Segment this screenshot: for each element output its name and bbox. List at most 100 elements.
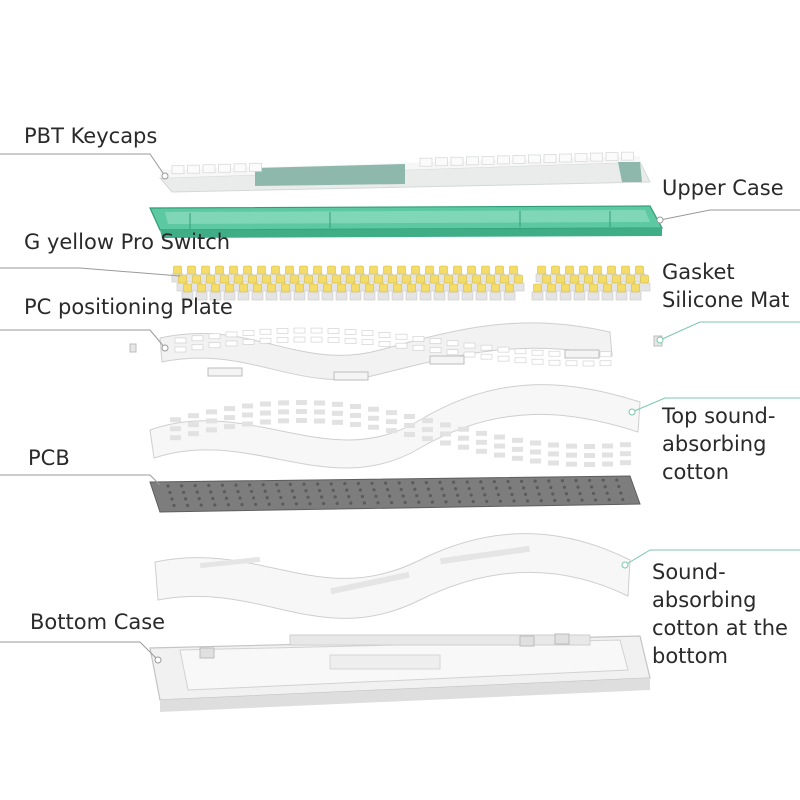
pcb-layer [149, 475, 641, 513]
plate-hole [174, 346, 187, 353]
keycap [528, 154, 541, 164]
switch-stem [374, 274, 383, 284]
cotton-hole [548, 460, 559, 466]
plate-hole [242, 339, 255, 345]
plate-hole [514, 348, 527, 355]
switch-base [512, 282, 525, 292]
switch-stem [481, 265, 490, 275]
pcb-dot [467, 486, 471, 491]
keycap [249, 162, 262, 172]
switch-stem [183, 283, 192, 293]
switch-stem [407, 283, 416, 293]
switch-stem [603, 283, 612, 293]
cotton-hole [314, 418, 325, 424]
pcb-dot [580, 498, 584, 502]
pcb-dot [254, 502, 258, 507]
pcb-dot [236, 490, 240, 494]
pcb-dot [428, 493, 432, 498]
cotton-hole [602, 461, 613, 467]
plate-hole [514, 357, 527, 364]
switch-stem [393, 283, 402, 293]
switch-stem [276, 274, 285, 284]
switch-stem [579, 265, 588, 275]
cotton-hole [566, 443, 577, 449]
switch-stem [556, 274, 565, 284]
cotton-hole [314, 409, 325, 415]
pcb-dot [333, 495, 337, 499]
cotton-hole [566, 461, 577, 467]
switch-base [475, 291, 488, 301]
cotton-hole [224, 424, 235, 430]
switch-base [265, 291, 278, 301]
switch-stem [551, 265, 560, 275]
plate-hole [565, 360, 578, 367]
switch-stem [285, 265, 294, 275]
plate-hole [293, 327, 306, 334]
switch-stem [215, 265, 224, 275]
cotton-hole [260, 410, 271, 416]
pcb-dot [510, 492, 514, 497]
keycap [497, 155, 510, 165]
switch-stem [435, 283, 444, 293]
plate-hole [429, 338, 442, 344]
keycap [171, 165, 185, 175]
switch-base [377, 291, 390, 301]
pcb-dot [547, 479, 551, 483]
switch-stem [533, 283, 542, 293]
pcb-dot [240, 503, 244, 507]
label-top-cotton-line2: absorbing [662, 432, 767, 456]
cotton-hole [476, 430, 487, 436]
label-gasket-silicone-mat: Gasket Silicone Mat [662, 258, 789, 314]
pcb-dot [220, 483, 224, 487]
pcb-dot [186, 503, 190, 507]
label-gasket-line1: Gasket [662, 260, 735, 284]
pcb-dot [508, 486, 512, 490]
pcb-dot [318, 488, 322, 493]
pcb-dot [386, 488, 390, 492]
pcb-dot [207, 483, 211, 488]
switch-stem [439, 265, 448, 275]
switch-stem [584, 274, 593, 284]
switch-stem [295, 283, 304, 293]
switch-stem [626, 274, 635, 284]
pcb-dot [390, 501, 394, 505]
keycap [218, 163, 231, 173]
cotton-hole [422, 418, 433, 424]
switch-stem [271, 265, 280, 275]
pcb-dot [261, 483, 265, 487]
pcb-dot [601, 478, 605, 482]
switch-stem [206, 274, 215, 284]
cotton-hole [278, 400, 289, 406]
pcb-dot [485, 499, 489, 503]
switch-stem [299, 265, 308, 275]
cotton-hole [188, 413, 199, 419]
switch-stem [491, 283, 500, 293]
switch-stem [472, 274, 481, 284]
cotton-hole [260, 401, 271, 407]
plate-hole [344, 338, 357, 344]
pcb-dot [316, 482, 320, 486]
pcb-dot [603, 485, 607, 489]
label-top-cotton: Top sound- absorbing cotton [662, 402, 775, 486]
pcb-dot [594, 498, 598, 502]
cotton-hole [332, 419, 343, 425]
keycap [435, 157, 448, 167]
pcb-dot [430, 500, 434, 504]
pcb-dot [605, 491, 609, 495]
switch-stem [500, 274, 509, 284]
switch-stem [211, 283, 220, 293]
pcb-dot [302, 482, 306, 486]
switch-base [638, 282, 651, 292]
cotton-hole [170, 417, 181, 423]
pcb-dot [292, 495, 296, 499]
cotton-hole [512, 446, 523, 452]
cotton-hole [584, 461, 595, 467]
pcb-dot [224, 496, 228, 500]
plate-hole [361, 339, 374, 346]
switch-stem [458, 274, 467, 284]
cotton-hole [476, 448, 487, 454]
pcb-dot [193, 484, 197, 488]
switch-stem [290, 274, 299, 284]
pcb-dot [213, 503, 217, 507]
pcb-dot [520, 479, 524, 483]
